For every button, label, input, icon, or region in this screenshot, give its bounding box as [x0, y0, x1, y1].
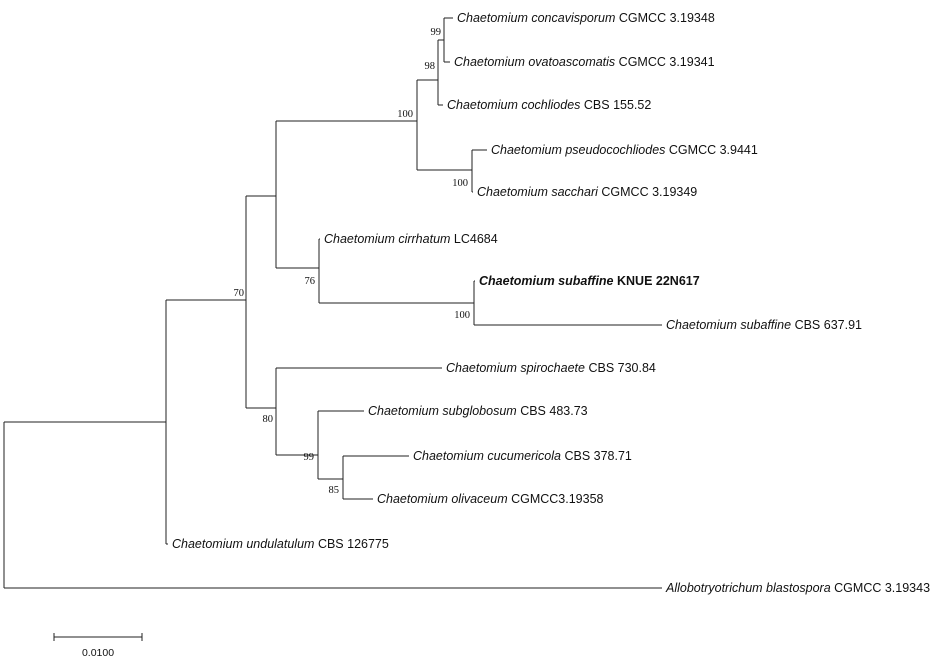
bootstrap-99-top: 99 — [431, 27, 442, 38]
taxon-genus: Chaetomium concavisporum — [457, 11, 615, 25]
taxon-strain: LC4684 — [454, 232, 498, 246]
bootstrap-100-subaffine: 100 — [454, 310, 470, 321]
taxon-strain: CGMCC 3.19349 — [601, 185, 697, 199]
taxon-strain: CGMCC 3.9441 — [669, 143, 758, 157]
taxon-genus: Chaetomium cucumericola — [413, 449, 561, 463]
taxon-label-ovatoascomatis: Chaetomium ovatoascomatis CGMCC 3.19341 — [454, 55, 715, 69]
taxon-genus: Chaetomium subaffine — [666, 318, 791, 332]
bootstrap-99-lower: 99 — [304, 452, 315, 463]
bootstrap-85: 85 — [329, 485, 340, 496]
taxon-genus: Chaetomium cirrhatum — [324, 232, 450, 246]
taxon-label-cucumericola: Chaetomium cucumericola CBS 378.71 — [413, 449, 632, 463]
taxon-label-concavisporum: Chaetomium concavisporum CGMCC 3.19348 — [457, 11, 715, 25]
taxon-strain: KNUE 22N617 — [617, 274, 700, 288]
bootstrap-70: 70 — [234, 288, 245, 299]
taxon-label-cochliodes: Chaetomium cochliodes CBS 155.52 — [447, 98, 651, 112]
taxon-label-undulatulum: Chaetomium undulatulum CBS 126775 — [172, 537, 389, 551]
taxon-genus: Chaetomium spirochaete — [446, 361, 585, 375]
taxon-label-pseudocochliodes: Chaetomium pseudocochliodes CGMCC 3.9441 — [491, 143, 758, 157]
taxon-label-spirochaete: Chaetomium spirochaete CBS 730.84 — [446, 361, 656, 375]
taxon-label-subaffine-knue: Chaetomium subaffine KNUE 22N617 — [479, 274, 700, 288]
scale-bar: 0.0100 — [53, 633, 143, 659]
taxon-genus: Chaetomium subglobosum — [368, 404, 517, 418]
scale-bar-label: 0.0100 — [82, 647, 114, 659]
taxon-strain: CBS 637.91 — [795, 318, 862, 332]
taxon-label-blastospora: Allobotryotrichum blastospora CGMCC 3.19… — [665, 581, 930, 595]
taxon-strain: CGMCC 3.19343 — [834, 581, 930, 595]
taxon-strain: CBS 378.71 — [564, 449, 631, 463]
taxon-strain: CGMCC 3.19341 — [619, 55, 715, 69]
taxon-genus: Chaetomium pseudocochliodes — [491, 143, 665, 157]
taxon-label-sacchari: Chaetomium sacchari CGMCC 3.19349 — [477, 185, 697, 199]
taxon-strain: CBS 126775 — [318, 537, 389, 551]
bootstrap-values: 99 98 100 100 76 100 70 80 99 85 — [234, 27, 471, 496]
taxon-genus: Chaetomium ovatoascomatis — [454, 55, 615, 69]
taxon-genus: Chaetomium subaffine — [479, 274, 614, 288]
taxon-label-subaffine-cbs: Chaetomium subaffine CBS 637.91 — [666, 318, 862, 332]
taxon-genus: Chaetomium cochliodes — [447, 98, 580, 112]
taxon-genus: Chaetomium sacchari — [477, 185, 599, 199]
taxon-genus: Allobotryotrichum blastospora — [665, 581, 831, 595]
taxon-strain: CGMCC 3.19348 — [619, 11, 715, 25]
bootstrap-80: 80 — [263, 414, 274, 425]
taxon-label-cirrhatum: Chaetomium cirrhatum LC4684 — [324, 232, 498, 246]
bootstrap-76: 76 — [305, 276, 316, 287]
bootstrap-100-upper: 100 — [397, 109, 413, 120]
taxon-label-olivaceum: Chaetomium olivaceum CGMCC3.19358 — [377, 492, 604, 506]
bootstrap-100-sacchari: 100 — [452, 178, 468, 189]
bootstrap-98: 98 — [425, 61, 436, 72]
taxon-strain: CBS 730.84 — [588, 361, 655, 375]
taxon-strain: CGMCC3.19358 — [511, 492, 603, 506]
taxon-genus: Chaetomium olivaceum — [377, 492, 508, 506]
taxon-label-subglobosum: Chaetomium subglobosum CBS 483.73 — [368, 404, 588, 418]
branches — [3, 17, 662, 589]
taxon-labels: Chaetomium concavisporum CGMCC 3.19348 C… — [172, 11, 930, 595]
taxon-genus: Chaetomium undulatulum — [172, 537, 314, 551]
taxon-strain: CBS 155.52 — [584, 98, 651, 112]
taxon-strain: CBS 483.73 — [520, 404, 587, 418]
